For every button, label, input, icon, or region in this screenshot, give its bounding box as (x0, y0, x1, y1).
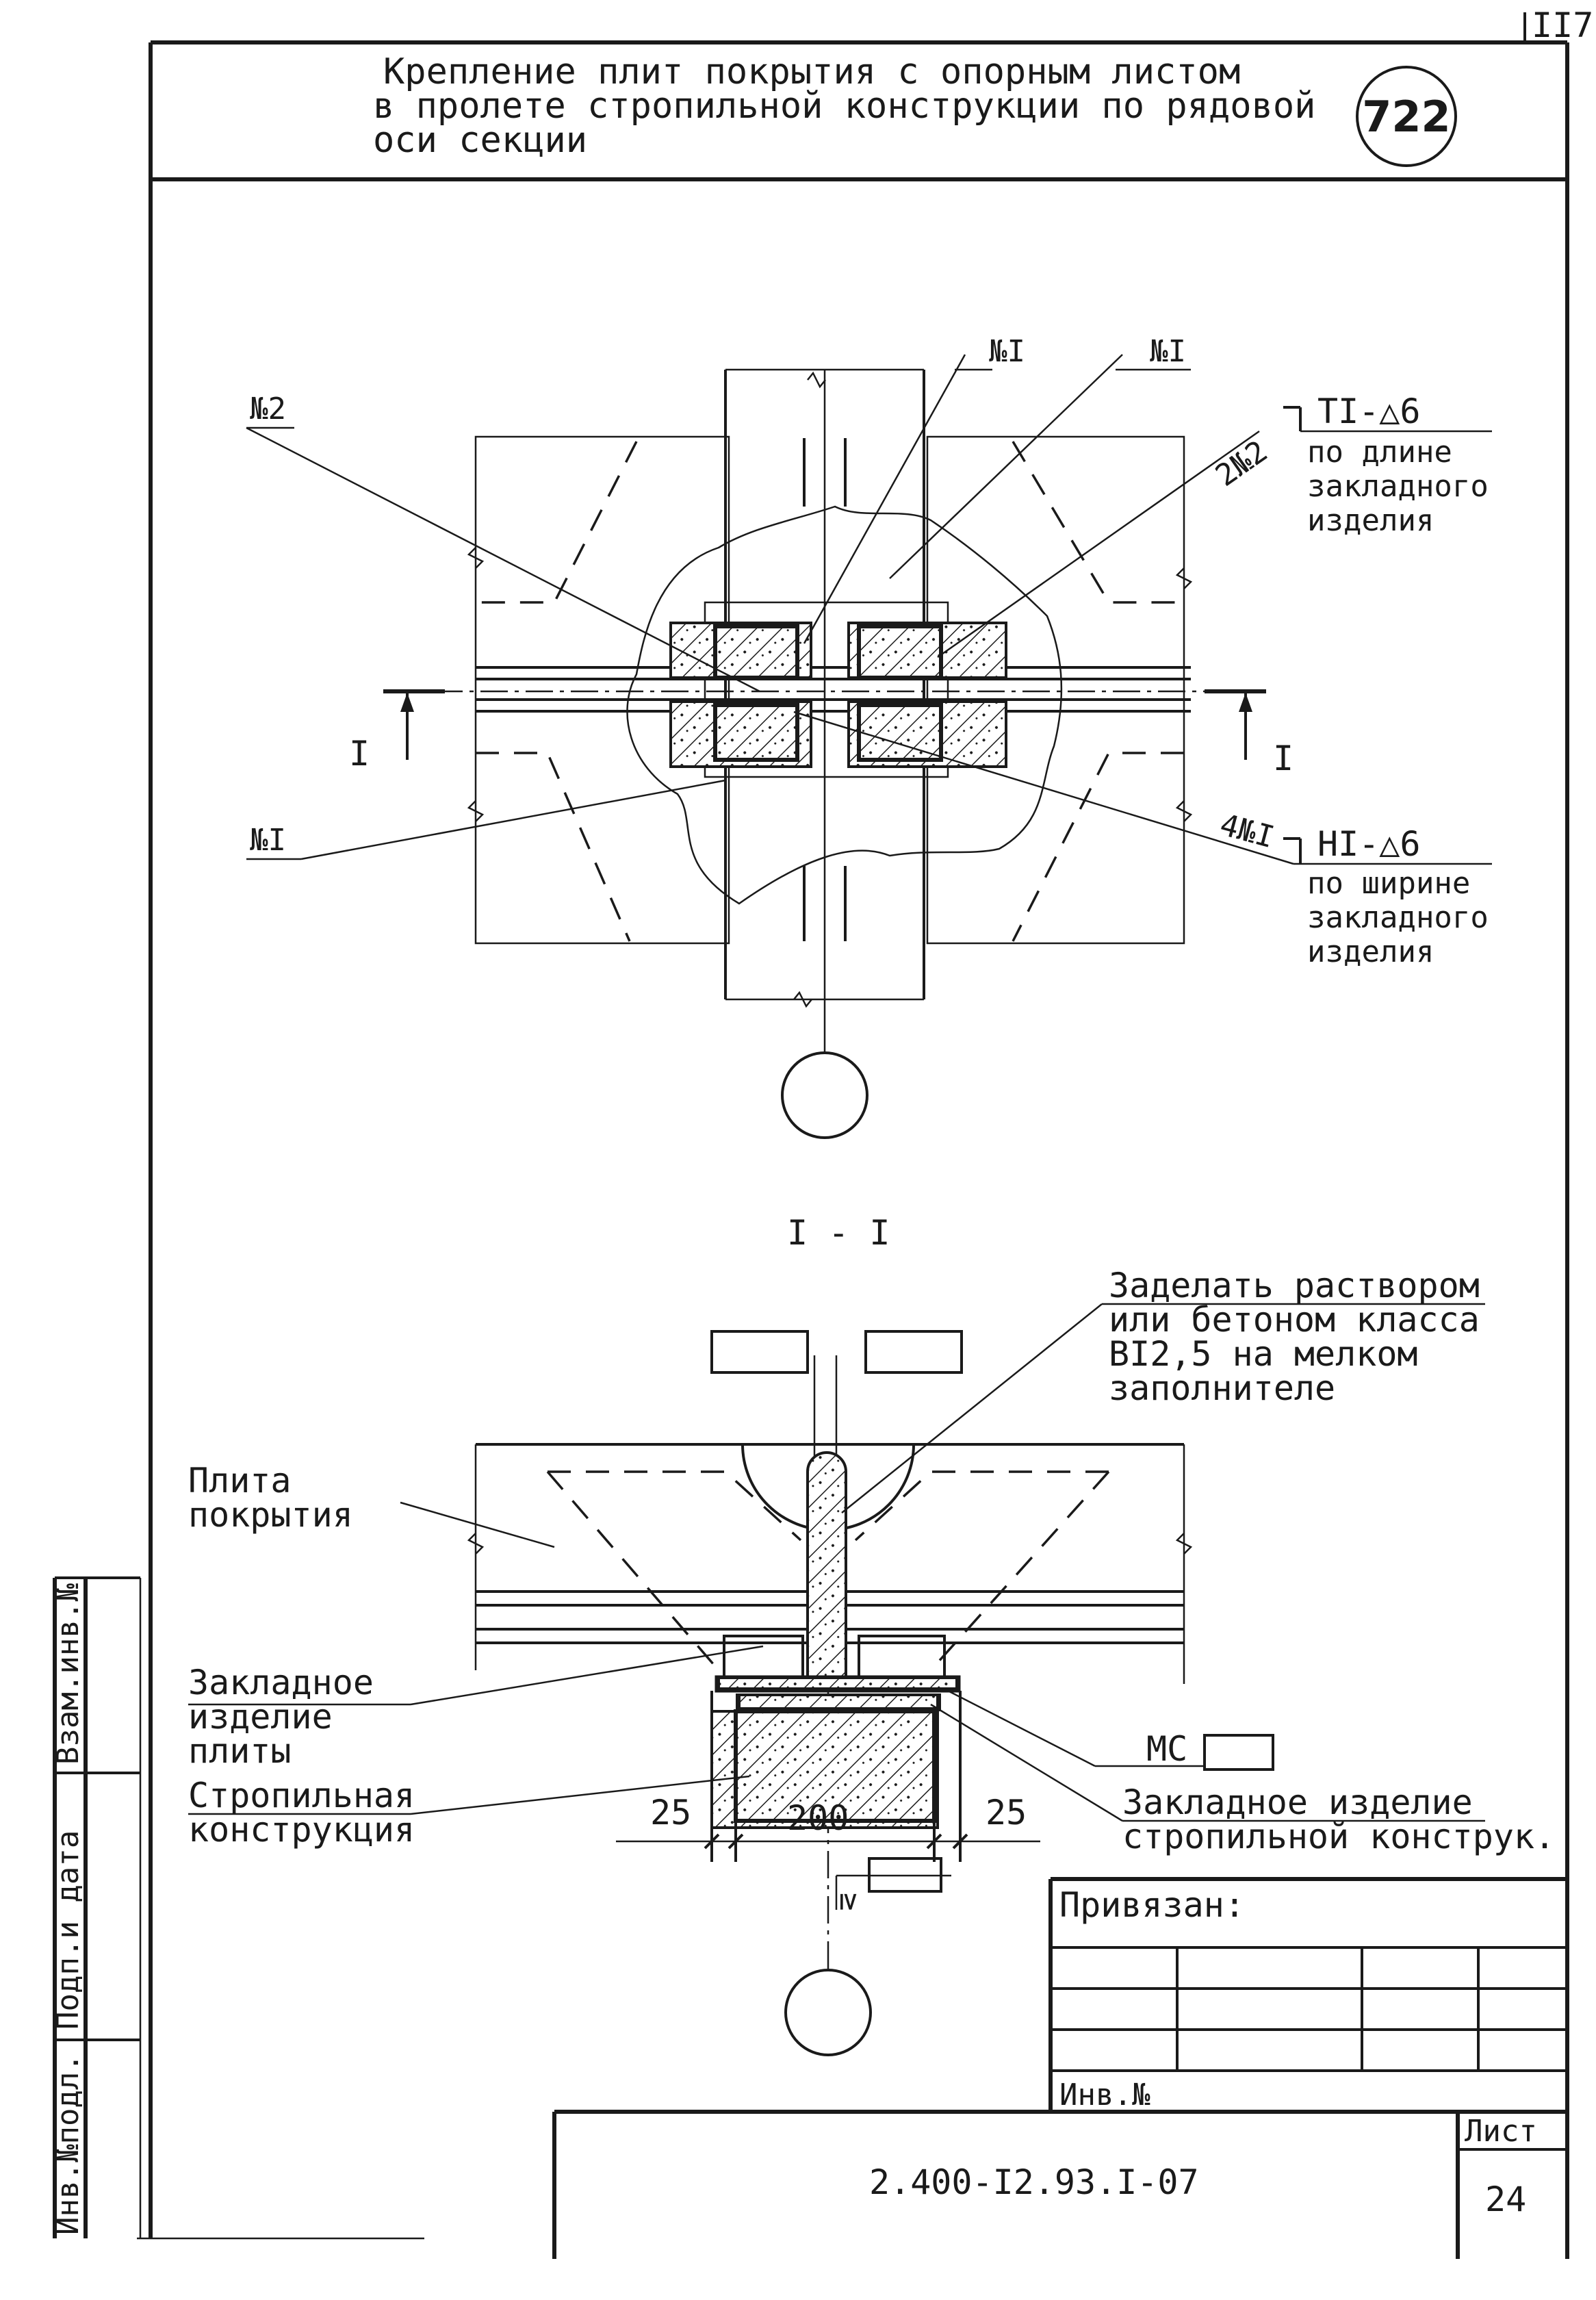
slab-left-outline (474, 435, 730, 945)
document-code: 2.400-I2.93.I-07 (869, 2162, 1199, 2202)
label-embed-truss-line2: стропильной конструк. (1122, 1817, 1555, 1856)
label-embed-slab-line1: Закладное (188, 1663, 374, 1702)
truss-chord (710, 1710, 939, 1829)
label-n1-b: №I (1150, 334, 1186, 369)
weld-callout-top: TI-△6 по длине закладного изделия (1283, 392, 1492, 538)
label-embed-slab-line3: плиты (188, 1731, 292, 1771)
plan-view: I I №2 №I №I 2№2 №I 4№I TI-△6 по длине з… (246, 334, 1492, 1139)
grout-outline (626, 505, 1063, 905)
inv-no-label: Инв.№ (1059, 2078, 1150, 2112)
section-mark-right: I (1273, 739, 1293, 778)
label-slab-line2: покрытия (188, 1495, 353, 1535)
weld-bottom-symbol: HI-△6 (1317, 824, 1421, 864)
label-2n2: 2№2 (1209, 434, 1274, 494)
stamp-inv-podl: Инв.№подл. (51, 2054, 86, 2235)
label-n2: №2 (250, 392, 286, 426)
note-grout-line3: BI2,5 на мелком (1109, 1334, 1418, 1374)
embed-top-left (669, 622, 812, 679)
embed-bottom-right (847, 700, 1007, 768)
title-block-header: Крепление плит покрытия с опорным листом… (373, 51, 1457, 167)
weld-bottom-line3: изделия (1307, 934, 1434, 969)
stamp-vzam-inv: Взам.инв.№ (51, 1583, 86, 1765)
label-4n1: 4№I (1216, 807, 1278, 855)
weld-bottom-line2: закладного (1307, 900, 1489, 935)
node-number: 722 (1362, 92, 1450, 142)
stamp-podp-data: Подп.и дата (51, 1830, 86, 2030)
bound-label: Привязан: (1059, 1885, 1245, 1925)
label-embed-truss-line1: Закладное изделие (1122, 1782, 1473, 1822)
label-slab-line1: Плита (188, 1461, 292, 1500)
title-line-1: Крепление плит покрытия с опорным листом (383, 51, 1240, 92)
dim-box (868, 1857, 942, 1893)
section-mark-left: I (349, 734, 370, 774)
section-title: I - I (787, 1213, 890, 1253)
note-grout: Заделать раствором или бетоном класса BI… (1109, 1266, 1480, 1408)
corner-sheet-number: II7 (1532, 5, 1593, 45)
sheet-label: Лист (1465, 2114, 1537, 2149)
label-embed-slab-line2: изделие (188, 1697, 333, 1737)
dim-right: 25 (986, 1793, 1027, 1832)
section-view: I - I (188, 1213, 1555, 2056)
section-top-rect-left (710, 1330, 809, 1374)
section-axis-bubble (784, 1969, 872, 2056)
note-grout-line1: Заделать раствором (1109, 1266, 1480, 1305)
weld-top-line3: изделия (1307, 503, 1434, 538)
node-number-circle (1356, 66, 1457, 167)
weld-top-line1: по длине (1307, 435, 1452, 470)
sheet-number: 24 (1485, 2180, 1526, 2219)
weld-top-symbol: TI-△6 (1317, 392, 1421, 431)
plan-axis-bubble (781, 1051, 868, 1139)
sheet-frame (137, 40, 1569, 2259)
label-n1-left: №I (250, 823, 286, 858)
weld-bottom-line1: по ширине (1307, 866, 1470, 901)
mark-ge: ≥ (833, 1893, 868, 1911)
side-stamp: Инв.№подл. Подп.и дата Взам.инв.№ (51, 1576, 142, 2238)
weld-top-line2: закладного (1307, 469, 1489, 504)
grout-column (806, 1451, 847, 1685)
note-grout-line2: или бетоном класса (1109, 1300, 1480, 1340)
label-mc: MC (1146, 1729, 1187, 1769)
corner-number-box: II7 (1523, 5, 1593, 45)
title-block: Привязан: Инв.№ 2.400-I2.93.I-07 Лист 24 (552, 1877, 1567, 2259)
title-line-2: в пролете стропильной конструкции по ряд… (373, 86, 1316, 127)
embed-top-right (847, 622, 1007, 679)
label-truss-line2: конструкция (188, 1810, 415, 1850)
label-truss-line1: Стропильная (188, 1776, 415, 1815)
embed-bottom-left (669, 700, 812, 768)
dim-center: 200 (787, 1798, 849, 1838)
slab-right-outline (926, 435, 1185, 945)
mc-box (1203, 1734, 1274, 1771)
note-grout-line4: заполнителе (1109, 1368, 1335, 1408)
label-n1-a: №I (989, 334, 1025, 369)
dim-left: 25 (650, 1793, 691, 1832)
section-top-rect-right (864, 1330, 963, 1374)
weld-callout-bottom: HI-△6 по ширине закладного изделия (1283, 824, 1492, 969)
title-line-3: оси секции (373, 120, 587, 161)
